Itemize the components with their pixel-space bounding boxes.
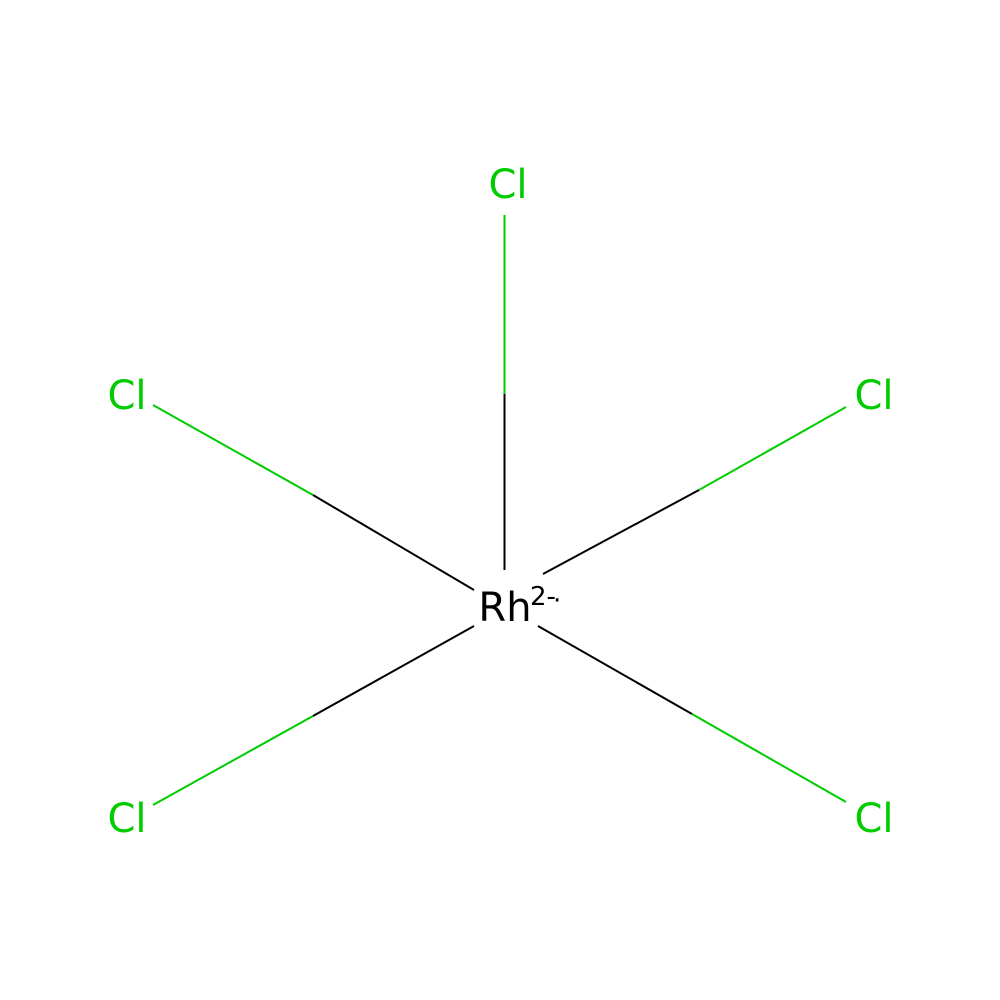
- atom-label-cl-upper-left: Cl: [107, 373, 146, 419]
- bond-rh-cl-lower-right-ligand-half: [691, 713, 847, 803]
- bonds: [152, 215, 847, 806]
- atoms: Cl Cl Cl Cl Cl Rh 2- ·: [107, 162, 893, 842]
- charge-label-rh: 2-: [530, 582, 556, 612]
- bond-rh-cl-upper-left-metal-half: [312, 494, 475, 591]
- atom-label-cl-lower-right: Cl: [854, 796, 893, 842]
- atom-label-cl-lower-left: Cl: [107, 796, 146, 842]
- bond-rh-cl-upper-left-ligand-half: [152, 404, 314, 496]
- bond-rh-cl-upper-right-metal-half: [542, 489, 700, 575]
- bond-rh-cl-lower-right-metal-half: [537, 625, 693, 715]
- radical-dot-rh: ·: [553, 586, 561, 616]
- bond-rh-cl-lower-left-metal-half: [312, 625, 475, 717]
- bond-rh-cl-lower-left-ligand-half: [152, 715, 314, 806]
- bond-rh-cl-upper-right-ligand-half: [698, 406, 847, 491]
- atom-label-rh: Rh: [478, 585, 531, 631]
- atom-label-cl-upper-right: Cl: [854, 373, 893, 419]
- atom-label-cl-top: Cl: [488, 162, 527, 208]
